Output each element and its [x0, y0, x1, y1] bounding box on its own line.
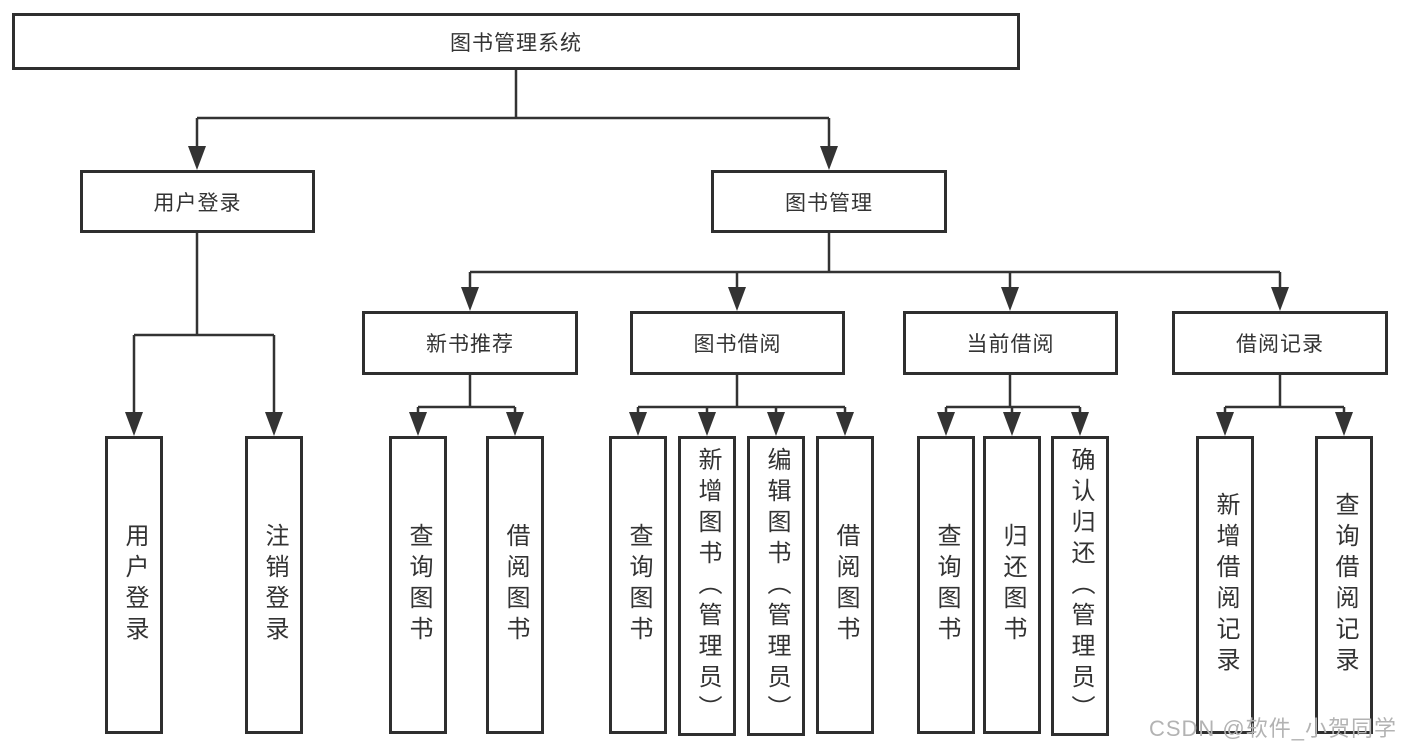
leaf-edit-books-admin: 编辑图书（管理员） [747, 436, 805, 736]
leaf-logout: 注销登录 [245, 436, 303, 734]
leaf-user-login: 用户登录 [105, 436, 163, 734]
node-borrowing-records: 借阅记录 [1172, 311, 1388, 375]
leaf-return-books: 归还图书 [983, 436, 1041, 734]
leaf-query-borrow-record: 查询借阅记录 [1315, 436, 1373, 734]
node-user-login: 用户登录 [80, 170, 315, 233]
watermark: CSDN @软件_小贺同学 [1148, 716, 1397, 741]
node-book-borrowing: 图书借阅 [630, 311, 845, 375]
leaf-add-books-admin: 新增图书（管理员） [678, 436, 736, 736]
node-new-book-recommend: 新书推荐 [362, 311, 578, 375]
leaf-query-books-1: 查询图书 [389, 436, 447, 734]
leaf-confirm-return-admin: 确认归还（管理员） [1051, 436, 1109, 736]
node-root-library-system: 图书管理系统 [12, 13, 1020, 70]
leaf-borrow-books-1: 借阅图书 [486, 436, 544, 734]
leaf-query-books-3: 查询图书 [917, 436, 975, 734]
node-current-borrowing: 当前借阅 [903, 311, 1118, 375]
leaf-query-books-2: 查询图书 [609, 436, 667, 734]
node-book-management: 图书管理 [711, 170, 947, 233]
leaf-borrow-books-2: 借阅图书 [816, 436, 874, 734]
leaf-add-borrow-record: 新增借阅记录 [1196, 436, 1254, 734]
